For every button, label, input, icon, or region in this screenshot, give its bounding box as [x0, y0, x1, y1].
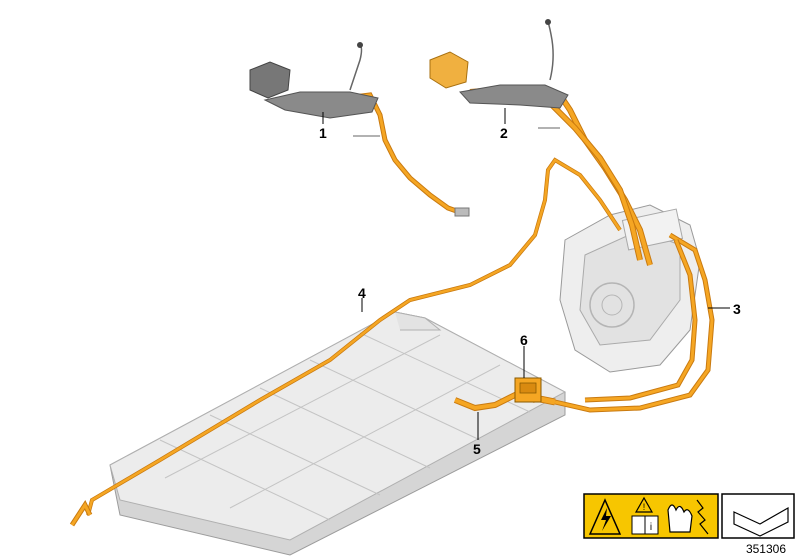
- cable-assembly-4: [69, 157, 622, 527]
- callout-6: 6: [520, 332, 528, 348]
- caution-manual-icon: ! i: [631, 496, 659, 535]
- note-arrow-icon: [733, 506, 789, 537]
- diagram-reference-number: 351306: [745, 542, 786, 556]
- callout-1: 1: [319, 125, 327, 141]
- svg-text:!: !: [643, 502, 646, 512]
- callout-2: 2: [500, 125, 508, 141]
- callout-4: 4: [358, 285, 366, 301]
- connector-box-6: [514, 377, 542, 403]
- svg-text:i: i: [650, 522, 652, 533]
- callout-5: 5: [473, 441, 481, 457]
- high-voltage-battery-pack: [109, 311, 567, 556]
- cable-assembly-2: [429, 19, 653, 266]
- protective-glove-icon: [667, 499, 709, 535]
- callout-leader-lines: [322, 108, 730, 440]
- warning-label: ! i: [583, 493, 719, 539]
- callout-3: 3: [733, 301, 741, 317]
- cable-assembly-3: [554, 232, 715, 413]
- electric-motor-unit: [559, 204, 701, 373]
- cable-assembly-1: [249, 42, 470, 217]
- note-label: [721, 493, 795, 539]
- high-voltage-warning-icon: [588, 498, 622, 535]
